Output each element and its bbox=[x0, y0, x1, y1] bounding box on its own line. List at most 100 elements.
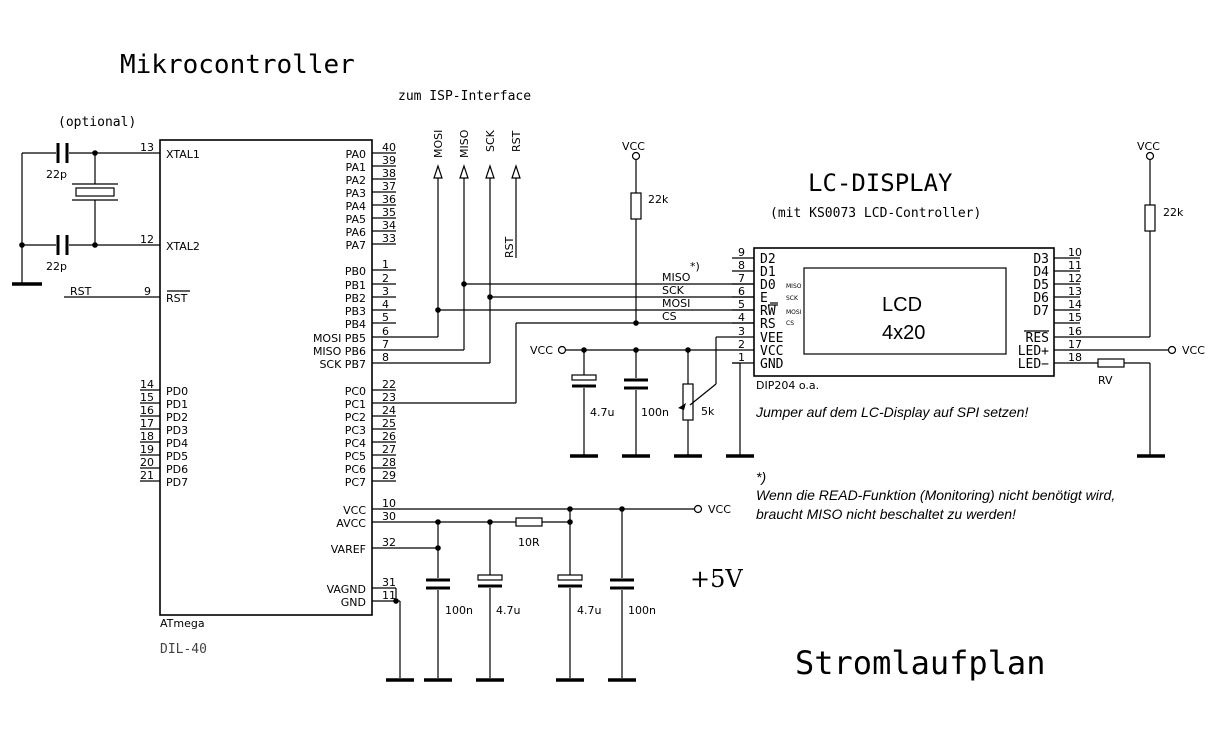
svg-text:D1: D1 bbox=[760, 265, 776, 280]
svg-text:VCC: VCC bbox=[343, 504, 366, 517]
rst-net-label: RST bbox=[70, 285, 92, 298]
lcd-body bbox=[753, 247, 1055, 377]
mcu-port-d-pins: 14 PD0 15 PD1 16 PD2 17 PD3 18 PD4 19 PD… bbox=[140, 378, 188, 489]
svg-text:PD6: PD6 bbox=[166, 463, 188, 476]
mcu-pin-rst: 9 RST bbox=[140, 285, 190, 305]
svg-text:24: 24 bbox=[382, 404, 396, 417]
svg-text:33: 33 bbox=[382, 232, 396, 245]
lcd-text-1: LCD bbox=[882, 294, 922, 316]
svg-text:12: 12 bbox=[140, 233, 154, 246]
svg-text:5: 5 bbox=[738, 298, 745, 311]
svg-text:PC0: PC0 bbox=[345, 385, 366, 398]
svg-text:39: 39 bbox=[382, 154, 396, 167]
vcc-terminal bbox=[557, 345, 567, 355]
isp-rst-net-label: RST bbox=[503, 236, 516, 258]
svg-text:VAREF: VAREF bbox=[331, 543, 366, 556]
svg-text:4: 4 bbox=[382, 298, 389, 311]
net-miso-label: MISO bbox=[662, 271, 691, 284]
svg-text:PA2: PA2 bbox=[346, 174, 366, 187]
svg-text:7: 7 bbox=[738, 272, 745, 285]
svg-text:D3: D3 bbox=[1033, 252, 1049, 267]
svg-text:CS: CS bbox=[786, 320, 794, 327]
svg-text:D0: D0 bbox=[760, 278, 776, 293]
net-mosi-label: MOSI bbox=[662, 297, 690, 310]
svg-text:RS: RS bbox=[760, 317, 776, 332]
svg-text:PD7: PD7 bbox=[166, 476, 188, 489]
mcu-body bbox=[159, 139, 373, 616]
supply-voltage: +5V bbox=[690, 565, 743, 593]
svg-text:MOSI PB5: MOSI PB5 bbox=[313, 332, 366, 345]
lcd-subtitle: (mit KS0073 LCD-Controller) bbox=[770, 206, 981, 221]
cs-pullup: VCC 22k bbox=[622, 140, 669, 323]
svg-text:31: 31 bbox=[382, 576, 396, 589]
svg-text:22: 22 bbox=[382, 378, 396, 391]
svg-text:PD5: PD5 bbox=[166, 450, 188, 463]
isp-rst-arrow bbox=[511, 164, 521, 179]
svg-text:10: 10 bbox=[382, 497, 396, 510]
r-cs-value: 22k bbox=[648, 193, 669, 206]
svg-text:30: 30 bbox=[382, 510, 396, 523]
svg-text:PD3: PD3 bbox=[166, 424, 188, 437]
vcc-terminal bbox=[1145, 151, 1155, 161]
svg-text:1: 1 bbox=[382, 258, 389, 271]
mcu-left-pins: 13 XTAL1 12 XTAL2 9 RST 14 PD0 15 PD1 16… bbox=[140, 141, 200, 489]
svg-text:5: 5 bbox=[382, 311, 389, 324]
c-lcd-elko-value: 4.7u bbox=[590, 406, 614, 419]
r-filter-value: 10R bbox=[518, 536, 540, 549]
vcc-cs-label: VCC bbox=[622, 140, 645, 153]
svg-text:13: 13 bbox=[140, 141, 154, 154]
svg-text:7: 7 bbox=[382, 338, 389, 351]
svg-text:36: 36 bbox=[382, 193, 396, 206]
svg-text:1: 1 bbox=[738, 351, 745, 364]
svg-text:6: 6 bbox=[382, 325, 389, 338]
vcc-terminal bbox=[631, 151, 641, 161]
pot-value: 5k bbox=[701, 405, 715, 418]
svg-text:PB2: PB2 bbox=[345, 292, 366, 305]
net-cs-label: CS bbox=[662, 310, 677, 323]
svg-text:15: 15 bbox=[1068, 311, 1082, 324]
isp-sck-label: SCK bbox=[484, 129, 497, 152]
svg-text:3: 3 bbox=[738, 325, 745, 338]
svg-text:LED−: LED− bbox=[1018, 357, 1049, 372]
spi-bus: MISO SCK MOSI CS *) bbox=[396, 260, 754, 404]
vcc-terminal bbox=[693, 504, 703, 514]
svg-text:PA5: PA5 bbox=[346, 213, 366, 226]
vcc-lcd-label: VCC bbox=[530, 344, 553, 357]
c-xtal1-value: 22p bbox=[46, 168, 67, 181]
res-pullup: VCC 22k bbox=[1080, 140, 1184, 338]
svg-text:PC7: PC7 bbox=[345, 476, 366, 489]
mcu-name: ATmega bbox=[160, 617, 205, 630]
mcu-package: DIL-40 bbox=[160, 642, 207, 657]
svg-text:AVCC: AVCC bbox=[336, 517, 366, 530]
svg-text:PA0: PA0 bbox=[346, 148, 366, 161]
net-sck-label: SCK bbox=[662, 284, 685, 297]
svg-text:26: 26 bbox=[382, 430, 396, 443]
footnote-marker-miso: *) bbox=[690, 260, 700, 273]
isp-miso-label: MISO bbox=[458, 129, 471, 158]
footnote-marker: *) bbox=[756, 469, 766, 485]
svg-text:40: 40 bbox=[382, 141, 396, 154]
svg-text:23: 23 bbox=[382, 391, 396, 404]
crystal-circuit: 22p 22p bbox=[12, 143, 140, 286]
c-avcc-value: 4.7u bbox=[496, 604, 520, 617]
svg-text:21: 21 bbox=[140, 469, 154, 482]
svg-text:13: 13 bbox=[1068, 285, 1082, 298]
mcu-supply-circuit: VCC 10R 100n 4.7u 4.7u 100n bbox=[386, 503, 731, 682]
svg-text:PB1: PB1 bbox=[345, 279, 366, 292]
svg-text:8: 8 bbox=[382, 351, 389, 364]
backlight-circuit: VCC RV bbox=[1080, 344, 1205, 458]
svg-text:17: 17 bbox=[140, 417, 154, 430]
svg-text:3: 3 bbox=[382, 285, 389, 298]
svg-text:PA3: PA3 bbox=[346, 187, 366, 200]
isp-note: zum ISP-Interface bbox=[398, 89, 531, 104]
svg-text:32: 32 bbox=[382, 536, 396, 549]
svg-text:VAGND: VAGND bbox=[327, 583, 366, 596]
svg-text:38: 38 bbox=[382, 167, 396, 180]
lcd-screen bbox=[803, 267, 1007, 355]
c-xtal2-value: 22p bbox=[46, 260, 67, 273]
c-vcc-elko-value: 4.7u bbox=[577, 604, 601, 617]
svg-text:PC6: PC6 bbox=[345, 463, 366, 476]
